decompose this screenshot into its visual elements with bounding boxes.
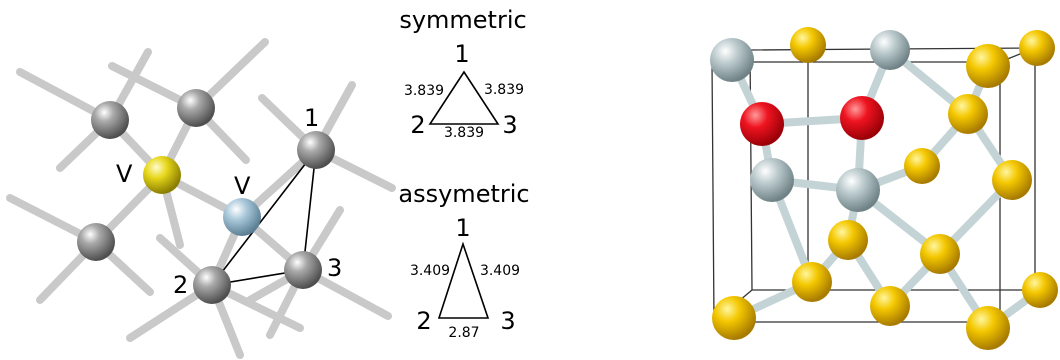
unit-cell-panel xyxy=(710,27,1058,350)
silver-atom xyxy=(710,38,754,82)
lattice-panel: 1 2 3 V V xyxy=(6,38,396,359)
vacancy-triangle-overlay xyxy=(210,147,318,287)
yellow-atom xyxy=(712,296,756,340)
asymmetric-vertex-2: 2 xyxy=(416,307,431,335)
asymmetric-heading: assymetric xyxy=(398,180,529,208)
yellow-atom xyxy=(920,234,960,274)
yellow-atom xyxy=(966,44,1010,88)
lattice-bonds xyxy=(6,38,396,359)
yellow-atom xyxy=(790,27,826,63)
vacancy-atom-yellow xyxy=(143,156,181,194)
carbon-atom xyxy=(77,223,115,261)
symmetric-diagram: symmetric 1 2 3 3.839 3.839 3.839 xyxy=(399,6,526,141)
site-2-label: 2 xyxy=(173,271,188,299)
yellow-atom xyxy=(792,262,832,302)
symmetric-edge-right: 3.839 xyxy=(484,82,524,98)
red-atom xyxy=(840,96,884,140)
yellow-atom xyxy=(992,160,1032,200)
carbon-atom-site-2 xyxy=(193,266,231,304)
yellow-atom xyxy=(870,286,910,326)
symmetric-vertex-1: 1 xyxy=(454,40,469,68)
symmetric-triangle xyxy=(428,70,500,125)
asymmetric-vertex-1: 1 xyxy=(455,214,470,242)
carbon-atom-site-3 xyxy=(284,251,322,289)
asymmetric-triangle xyxy=(437,241,490,319)
carbon-atom xyxy=(91,101,129,139)
yellow-atom xyxy=(1022,272,1058,308)
asymmetric-edge-right: 3.409 xyxy=(480,263,520,279)
yellow-atom xyxy=(966,306,1010,350)
vacancy-atom-blue xyxy=(223,198,261,236)
silver-atom xyxy=(870,30,910,70)
carbon-atom xyxy=(177,89,215,127)
symmetric-edge-left: 3.839 xyxy=(404,83,444,99)
asymmetric-diagram: assymetric 1 2 3 3.409 3.409 2.87 xyxy=(398,180,529,341)
asymmetric-vertex-3: 3 xyxy=(500,307,515,335)
yellow-atom xyxy=(1019,30,1055,66)
site-3-label: 3 xyxy=(327,254,342,282)
symmetric-vertex-2: 2 xyxy=(410,111,425,139)
yellow-atom xyxy=(904,148,940,184)
symmetric-heading: symmetric xyxy=(399,6,526,34)
symmetric-edge-bottom: 3.839 xyxy=(444,125,484,141)
asymmetric-edge-left: 3.409 xyxy=(410,263,450,279)
carbon-atom-site-1 xyxy=(297,131,335,169)
vacancy-label-a: V xyxy=(116,160,133,188)
vacancy-label-b: V xyxy=(234,172,251,200)
asymmetric-edge-bottom: 2.87 xyxy=(448,325,479,341)
site-1-label: 1 xyxy=(304,104,319,132)
red-atom xyxy=(740,102,784,146)
silver-atom xyxy=(836,168,880,212)
yellow-atom xyxy=(948,94,988,134)
symmetric-vertex-3: 3 xyxy=(502,111,517,139)
silver-atom xyxy=(750,158,794,202)
yellow-atom xyxy=(828,220,868,260)
